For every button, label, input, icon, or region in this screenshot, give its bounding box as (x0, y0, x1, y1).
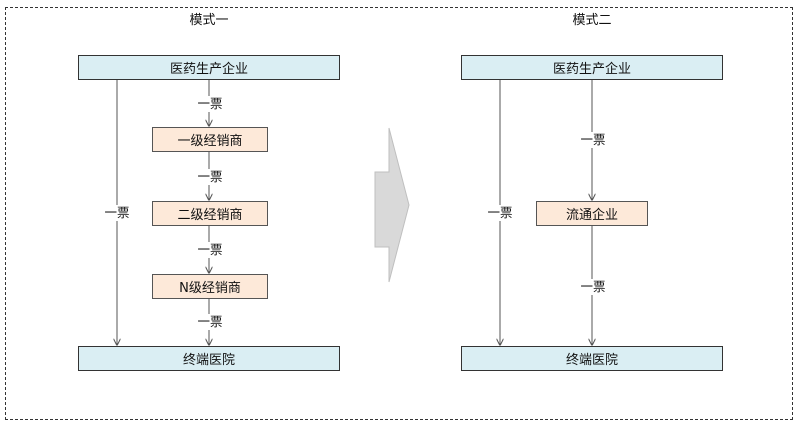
m2-hospital-box: 终端医院 (461, 346, 723, 371)
m1-invoice-label: 一票 (195, 169, 225, 185)
mode1-title: 模式一 (189, 13, 229, 28)
m1-distributor1-box: 一级经销商 (152, 127, 268, 152)
m1-hospital-box: 终端医院 (78, 346, 340, 371)
m2-circulation-box: 流通企业 (536, 201, 648, 226)
m1-distributorN-box: N级经销商 (152, 274, 268, 299)
m1-invoice-label: 一票 (195, 242, 225, 258)
m1-invoice-label: 一票 (195, 314, 225, 330)
m2-direct-invoice-label: 一票 (485, 205, 515, 221)
m2-invoice-label: 一票 (578, 132, 608, 148)
m1-direct-invoice-label: 一票 (102, 205, 132, 221)
m2-invoice-label: 一票 (578, 279, 608, 295)
transition-arrow (374, 127, 410, 283)
mode2-title: 模式二 (572, 13, 612, 28)
m1-distributor2-box: 二级经销商 (152, 201, 268, 226)
m2-manufacturer-box: 医药生产企业 (461, 55, 723, 80)
outer-dashed-frame (5, 7, 793, 420)
m1-invoice-label: 一票 (195, 96, 225, 112)
m1-manufacturer-box: 医药生产企业 (78, 55, 340, 80)
